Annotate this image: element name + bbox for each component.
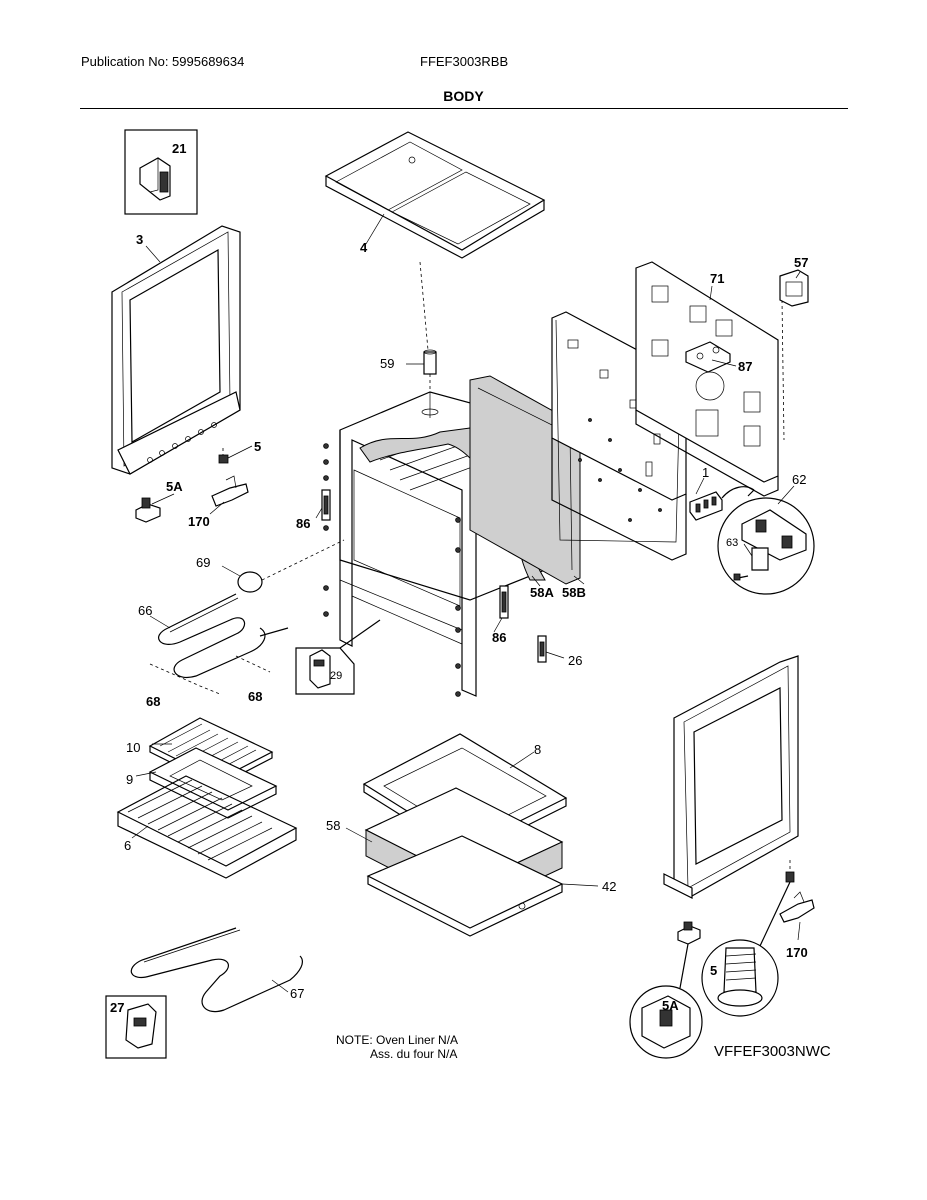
vent-slots <box>651 285 761 447</box>
part-67-bake-element[interactable] <box>130 927 303 1013</box>
part-5-leveler-detail[interactable] <box>701 939 779 1017</box>
label-69: 69 <box>196 555 210 570</box>
part-59-vent-tube[interactable] <box>423 349 437 375</box>
part-62-detail-circle[interactable] <box>717 497 815 595</box>
label-71: 71 <box>710 271 724 286</box>
note-line-1: NOTE: Oven Liner N/A <box>336 1033 458 1047</box>
part-57-vent-cover[interactable] <box>779 269 809 307</box>
label-5A-left: 5A <box>166 479 183 494</box>
label-58B: 58B <box>562 585 586 600</box>
label-29: 29 <box>330 670 342 682</box>
label-27: 27 <box>110 1000 124 1015</box>
part-29-inset[interactable] <box>295 647 355 695</box>
label-68-right: 68 <box>248 689 262 704</box>
part-170-bracket-left[interactable] <box>211 475 249 507</box>
label-59: 59 <box>380 356 394 371</box>
label-3: 3 <box>136 232 143 247</box>
label-6: 6 <box>124 838 131 853</box>
label-4: 4 <box>360 240 368 255</box>
frame-screws <box>323 443 461 697</box>
section-title: BODY <box>443 88 484 104</box>
part-5-leveler-left[interactable] <box>218 448 229 464</box>
label-21: 21 <box>172 141 186 156</box>
part-69-lens[interactable] <box>237 571 263 593</box>
label-66: 66 <box>138 603 152 618</box>
diagram-code: VFFEF3003NWC <box>714 1043 831 1060</box>
label-58: 58 <box>326 818 340 833</box>
label-86-right: 86 <box>492 630 506 645</box>
terminal-block[interactable] <box>689 491 723 521</box>
part-5-leveler-right[interactable] <box>785 860 795 883</box>
label-5-right: 5 <box>710 963 717 978</box>
label-62: 62 <box>792 472 806 487</box>
label-8: 8 <box>534 742 541 757</box>
part-27-inset[interactable] <box>105 995 167 1059</box>
right-side-panel[interactable] <box>663 655 799 899</box>
label-67: 67 <box>290 986 304 1001</box>
part-21-inset[interactable] <box>124 129 198 215</box>
part-5A-bracket-right-small[interactable] <box>677 921 701 945</box>
label-9: 9 <box>126 772 133 787</box>
label-10: 10 <box>126 740 140 755</box>
label-5-left: 5 <box>254 439 261 454</box>
part-86-hinge-right[interactable] <box>499 585 509 619</box>
label-63: 63 <box>726 537 738 549</box>
label-87: 87 <box>738 359 752 374</box>
part-68-wire-right[interactable] <box>235 627 289 673</box>
label-42: 42 <box>602 879 616 894</box>
part-71-back-cover[interactable] <box>635 261 779 497</box>
label-57: 57 <box>794 255 808 270</box>
note-line-2: Ass. du four N/A <box>370 1047 457 1061</box>
publication-number: Publication No: 5995689634 <box>81 54 245 69</box>
model-number: FFEF3003RBB <box>420 54 509 69</box>
part-68-wire-left[interactable] <box>149 663 221 695</box>
label-5A-right: 5A <box>662 998 679 1013</box>
part-4-top-panel[interactable] <box>324 131 546 259</box>
leader-lines <box>131 213 801 993</box>
part-5A-detail[interactable] <box>629 985 703 1059</box>
part-3-side-frame[interactable] <box>111 225 241 475</box>
label-1: 1 <box>702 465 709 480</box>
part-26-clip[interactable] <box>537 635 547 663</box>
part-5A-bracket-left[interactable] <box>135 497 161 523</box>
label-170-right: 170 <box>786 945 808 960</box>
label-26: 26 <box>568 653 582 668</box>
part-66-broil-element[interactable] <box>158 593 266 678</box>
part-86-hinge-left[interactable] <box>321 489 331 521</box>
part-170-bracket-right[interactable] <box>779 891 815 923</box>
label-68-left: 68 <box>146 694 160 709</box>
header-rule <box>80 108 848 109</box>
label-170-left: 170 <box>188 514 210 529</box>
label-58A: 58A <box>530 585 554 600</box>
part-6-oven-rack[interactable] <box>116 775 298 879</box>
label-86-left: 86 <box>296 516 310 531</box>
